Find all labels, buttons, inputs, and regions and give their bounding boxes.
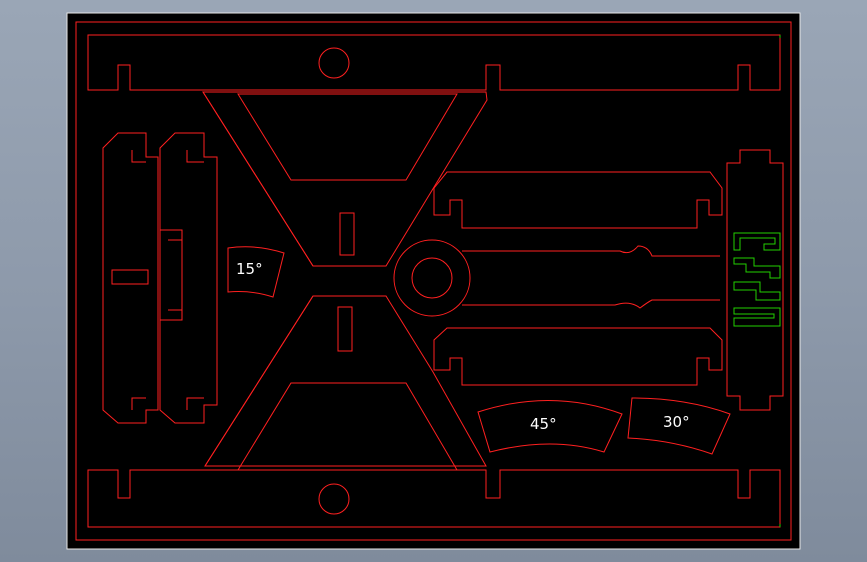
upper-slot <box>339 212 355 256</box>
left-strut-a <box>102 132 159 424</box>
upper-window <box>237 93 458 181</box>
arc-piece-45 <box>477 399 623 453</box>
engraved-text-2172 <box>733 232 781 327</box>
left-strut-b-notch <box>160 229 183 321</box>
right-column <box>726 149 784 411</box>
top-rail <box>87 34 781 91</box>
x-frame-left <box>202 91 314 467</box>
label-45-degrees: 45° <box>530 415 557 433</box>
arc-piece-15 <box>227 246 285 298</box>
ring-inner <box>411 257 453 299</box>
left-strut-b <box>159 132 218 424</box>
upper-long-bar <box>433 171 723 229</box>
top-hole <box>318 47 350 79</box>
left-strut-slot <box>111 269 149 285</box>
bottom-rail <box>87 469 781 528</box>
lower-long-bar <box>433 327 723 386</box>
ring-outer <box>393 239 471 317</box>
bottom-hole <box>318 483 350 515</box>
label-30-degrees: 30° <box>663 413 690 431</box>
arc-piece-30 <box>627 397 731 455</box>
drawing-sheet <box>66 12 801 550</box>
lower-window <box>237 382 458 471</box>
connecting-arm-upper <box>462 245 720 257</box>
label-15-degrees: 15° <box>236 260 263 278</box>
lower-slot <box>337 306 353 352</box>
connecting-arm-lower <box>462 299 720 309</box>
board-outline <box>75 21 792 541</box>
